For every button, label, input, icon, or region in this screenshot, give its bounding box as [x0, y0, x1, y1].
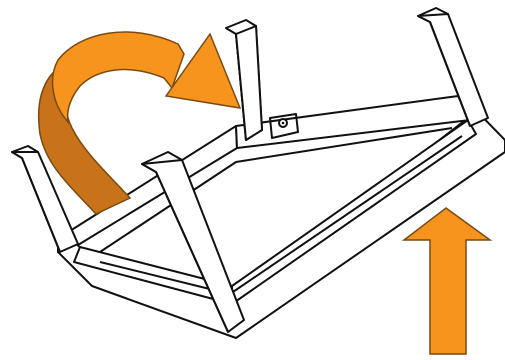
tabletop-inner-line — [99, 127, 453, 253]
table-leg-front-left — [11, 145, 79, 253]
table-leg-back-left — [225, 19, 263, 141]
table-leg-back-right — [417, 7, 489, 127]
curved-arrow-body — [51, 31, 185, 125]
table-frame — [57, 95, 505, 339]
curved-rotate-arrow-icon — [37, 31, 242, 215]
up-arrow-icon — [401, 207, 493, 355]
corner-block — [269, 113, 299, 139]
curved-arrow-head — [164, 32, 242, 109]
table-leg-front-middle — [141, 151, 245, 333]
